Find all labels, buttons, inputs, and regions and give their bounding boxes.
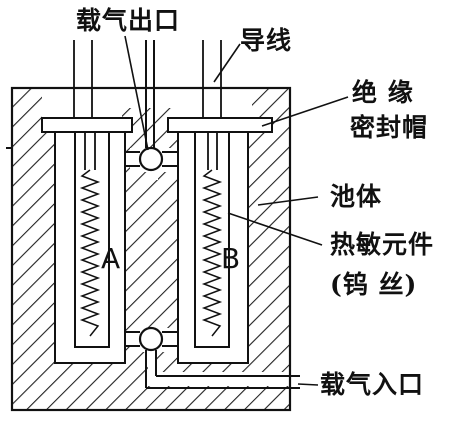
lead-wire-label: 导线 — [240, 26, 293, 55]
carrier-gas-inlet-label: 载气入口 — [320, 370, 425, 399]
leader-lines — [124, 35, 349, 386]
insulating-seal-cap-label-2: 密封帽 — [350, 113, 429, 142]
cell-body-label: 池体 — [330, 182, 383, 211]
inner-tubes — [74, 131, 230, 348]
inlet-ball-valve — [138, 326, 164, 352]
cell-body — [10, 86, 292, 412]
thermistor-element-label: 热敏元件 — [330, 230, 435, 259]
lead-wires — [73, 40, 222, 170]
cell-b-label: B — [221, 242, 241, 275]
gas-channels — [125, 40, 300, 389]
filament-coils — [79, 169, 223, 337]
insulating-seal-cap-label-1: 绝 缘 — [352, 78, 414, 107]
carrier-gas-outlet-label: 载气出口 — [76, 6, 181, 35]
cell-a-label: A — [101, 242, 121, 275]
outlet-ball-valve — [138, 146, 164, 172]
seal-caps — [41, 117, 273, 133]
tungsten-wire-label: (钨 丝) — [330, 270, 418, 299]
